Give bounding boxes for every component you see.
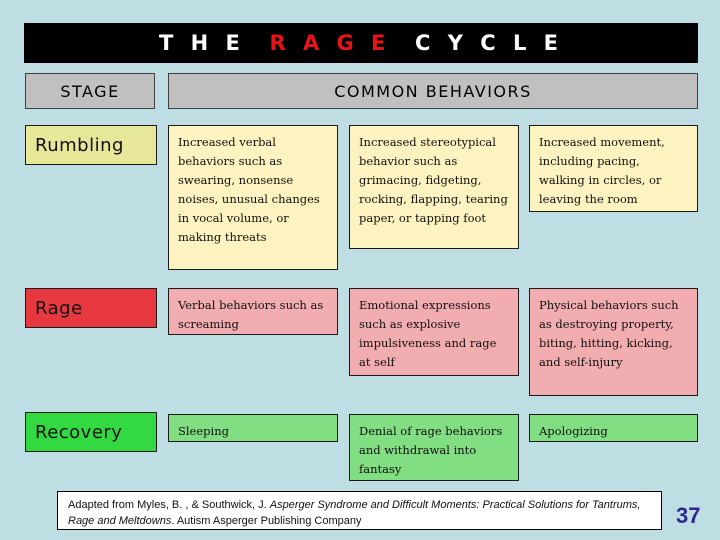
citation-tail: . Autism Asperger Publishing Company [171,515,362,527]
behavior-cell-recovery-1: Sleeping [168,414,338,442]
citation-lead: Adapted from Myles, B. , & Southwick, J. [68,499,270,511]
slide-title-bar: T H E R A G E C Y C L E [24,23,698,63]
behavior-cell-rumbling-1: Increased verbal behaviors such as swear… [168,125,338,270]
stage-chip-rumbling: Rumbling [25,125,157,165]
title-part-rage: R A G E [257,31,403,55]
stage-chip-rage: Rage [25,288,157,328]
title-part-cycle: C Y C L E [402,31,564,55]
page-number: 37 [676,503,701,528]
citation-box: Adapted from Myles, B. , & Southwick, J.… [57,491,662,530]
behavior-cell-rage-3: Physical behaviors such as destroying pr… [529,288,698,396]
header-cell-stage: STAGE [25,73,155,109]
behavior-cell-rage-2: Emotional expressions such as explosive … [349,288,519,376]
stage-label-recovery: Recovery [35,421,123,443]
header-label-common-behaviors: COMMON BEHAVIORS [334,81,532,101]
header-cell-common-behaviors: COMMON BEHAVIORS [168,73,698,109]
behavior-cell-rage-1: Verbal behaviors such as screaming [168,288,338,335]
stage-label-rage: Rage [35,297,83,319]
stage-label-rumbling: Rumbling [35,134,124,156]
stage-chip-recovery: Recovery [25,412,157,452]
behavior-cell-recovery-2: Denial of rage behaviors and withdrawal … [349,414,519,481]
behavior-cell-recovery-3: Apologizing [529,414,698,442]
header-label-stage: STAGE [60,81,120,101]
behavior-cell-rumbling-3: Increased movement, including pacing, wa… [529,125,698,212]
citation-title: Asperger Syndrome and Difficult Moments:… [68,499,641,527]
title-part-the: T H E [158,31,258,55]
slide-title: T H E R A G E C Y C L E [159,31,563,55]
behavior-cell-rumbling-2: Increased stereotypical behavior such as… [349,125,519,249]
